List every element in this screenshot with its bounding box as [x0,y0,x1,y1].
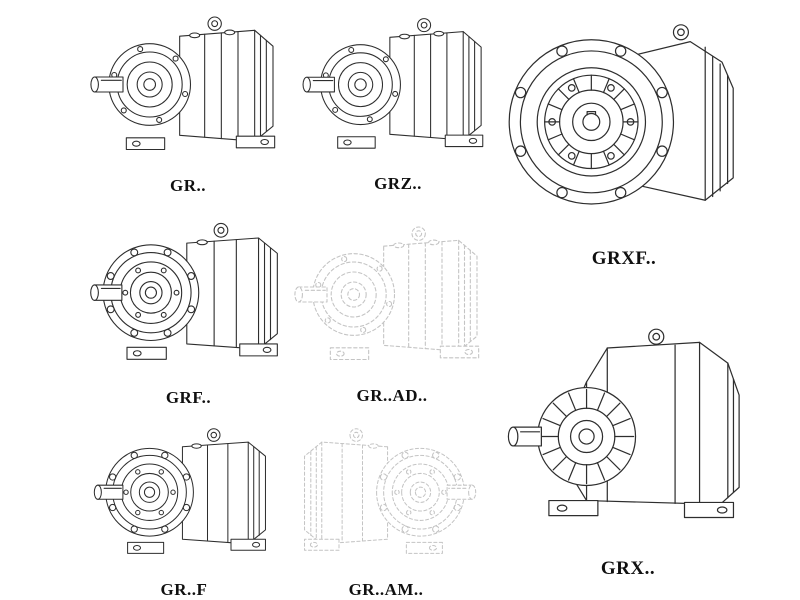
gear-reducer-motor-adapter-flange-phantom-drawing [292,420,480,577]
figure-grxf: GRXF.. [498,8,750,270]
model-label-gr-ad: GR..AD.. [356,386,428,405]
model-label-gr: GR.. [170,176,206,195]
figure-gr-f: GR..F [90,420,278,600]
flange-input-foot-mounted-gear-reducer-drawing [90,420,278,577]
flange-input-foot-mounted-gear-reducer-drawing [86,214,291,385]
foot-mounted-gear-reducer-drawing [88,6,288,173]
figure-gr-ad: GR..AD.. [292,216,492,406]
model-label-gr-f: GR..F [160,580,208,599]
figure-gr-am: GR..AM.. [292,420,480,600]
gear-reducer-input-adapter-phantom-drawing [292,216,492,383]
model-label-grxf: GRXF.. [591,248,657,269]
model-label-gr-am: GR..AM.. [348,580,424,599]
model-label-grx: GRX.. [600,558,656,579]
figure-grx: GRX.. [496,316,760,580]
model-label-grf: GRF.. [165,388,212,407]
model-label-grz: GRZ.. [374,174,422,193]
figure-gr: GR.. [88,6,288,196]
foot-mounted-gear-reducer-drawing [300,8,496,171]
figure-grz: GRZ.. [300,8,496,194]
figure-grf: GRF.. [86,214,291,408]
large-foot-mounted-gear-reducer-drawing [496,316,760,542]
flange-mounted-gear-reducer-front-drawing [498,8,750,232]
